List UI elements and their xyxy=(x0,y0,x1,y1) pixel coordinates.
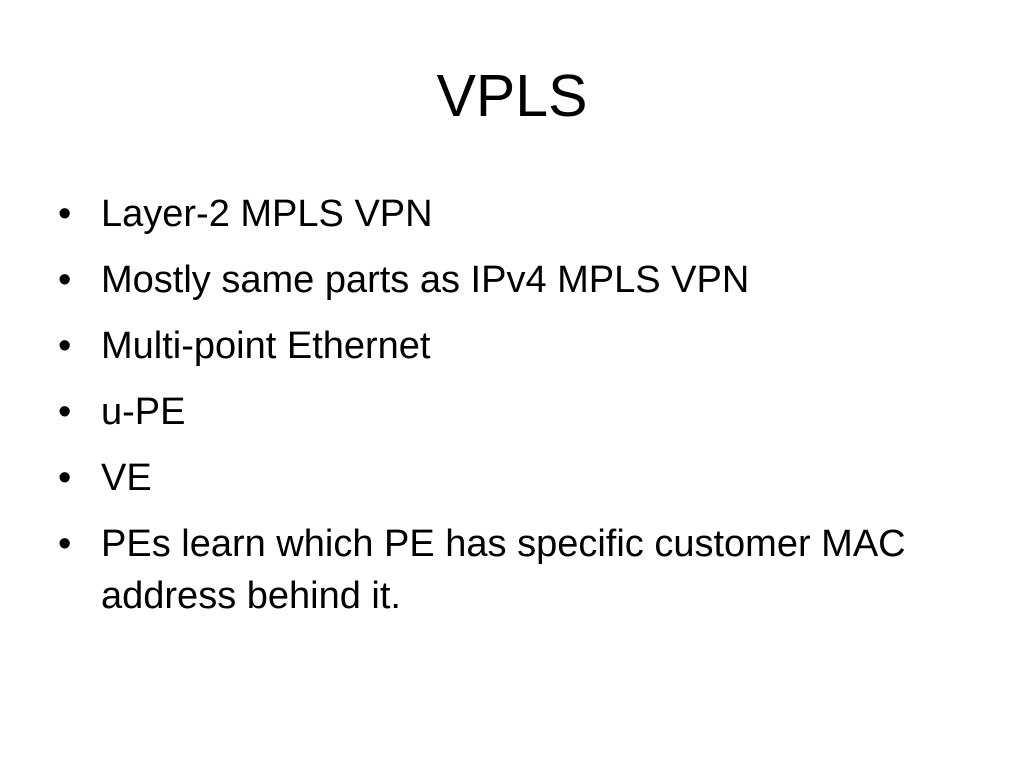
bullet-dot-icon: • xyxy=(58,457,72,499)
slide-title: VPLS xyxy=(436,63,588,129)
bullet-item-layer2-mpls-vpn: • Layer-2 MPLS VPN xyxy=(58,188,978,240)
bullet-dot-icon: • xyxy=(58,259,72,301)
bullet-item-mostly-same-parts: • Mostly same parts as IPv4 MPLS VPN xyxy=(58,254,978,306)
bullet-text: u-PE xyxy=(101,391,186,433)
bullet-item-multipoint-ethernet: • Multi-point Ethernet xyxy=(58,320,978,372)
bullet-dot-icon: • xyxy=(58,523,72,565)
bullet-text: Layer-2 MPLS VPN xyxy=(101,193,433,235)
bullet-item-u-pe: • u-PE xyxy=(58,386,978,438)
bullet-dot-icon: • xyxy=(58,193,72,235)
bullet-list: • Layer-2 MPLS VPN • Mostly same parts a… xyxy=(58,188,978,636)
bullet-dot-icon: • xyxy=(58,325,72,367)
bullet-item-pes-learn: • PEs learn which PE has specific custom… xyxy=(58,518,978,622)
bullet-text: PEs learn which PE has specific customer… xyxy=(101,523,906,617)
bullet-text: VE xyxy=(101,457,152,499)
bullet-dot-icon: • xyxy=(58,391,72,433)
bullet-text: Multi-point Ethernet xyxy=(101,325,431,367)
bullet-item-ve: • VE xyxy=(58,452,978,504)
bullet-text: Mostly same parts as IPv4 MPLS VPN xyxy=(101,259,750,301)
